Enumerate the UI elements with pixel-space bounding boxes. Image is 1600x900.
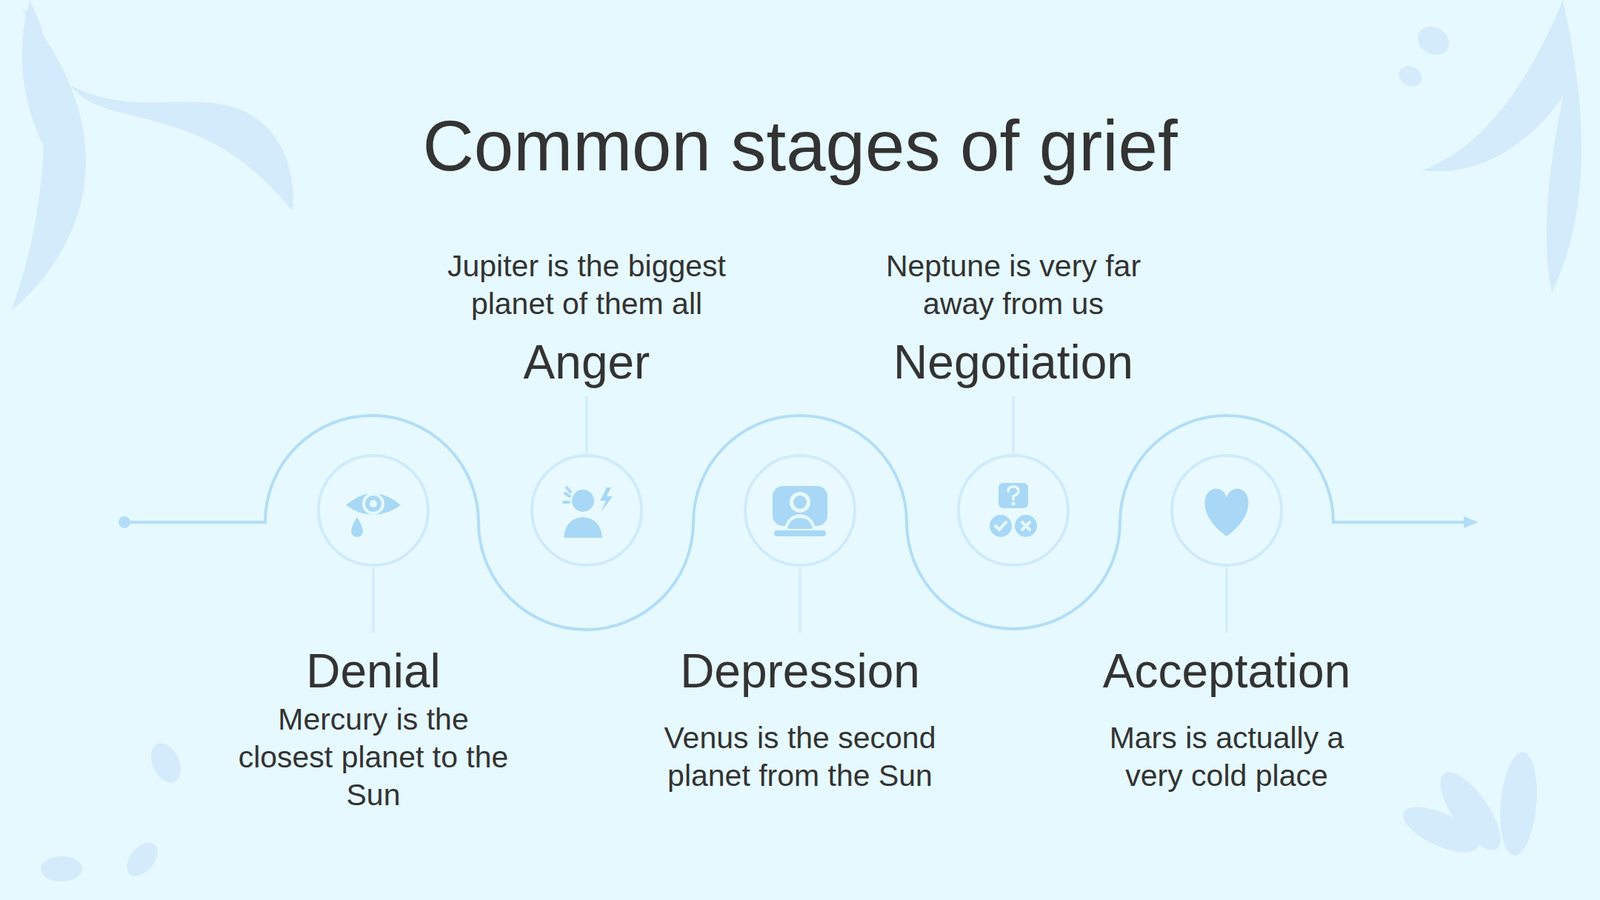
stage-icon bbox=[345, 493, 401, 538]
icon-part bbox=[571, 489, 595, 512]
leaf bbox=[70, 85, 294, 212]
stage-circle bbox=[316, 453, 431, 568]
leader-line bbox=[371, 567, 375, 633]
stage-icon bbox=[989, 482, 1038, 538]
stage-icon bbox=[563, 487, 613, 538]
icon-ring bbox=[745, 455, 855, 566]
leader-lines bbox=[373, 396, 1227, 633]
stage-node: DenialMercury is the closest planet to t… bbox=[316, 453, 431, 568]
stage-circle bbox=[1169, 453, 1284, 568]
icon-part bbox=[1022, 522, 1030, 530]
icon-part bbox=[345, 493, 401, 515]
petal bbox=[1496, 750, 1541, 858]
timeline-arrowhead bbox=[1463, 516, 1479, 529]
icon-part bbox=[563, 517, 603, 538]
drop bbox=[1395, 62, 1426, 92]
leader-line bbox=[1225, 567, 1229, 633]
drop bbox=[120, 837, 164, 882]
icon-part bbox=[563, 487, 571, 503]
stage-description: Neptune is very far away from us bbox=[865, 247, 1162, 323]
stage-description: Mars is actually a very cold place bbox=[1093, 719, 1360, 795]
stage-circle bbox=[956, 453, 1071, 568]
title: Common stages of grief bbox=[0, 105, 1600, 187]
stage-heading: Anger bbox=[364, 335, 809, 389]
leader-line bbox=[1011, 396, 1015, 454]
icon-part bbox=[1204, 488, 1249, 537]
petal bbox=[1397, 797, 1485, 862]
icon-part bbox=[363, 494, 383, 514]
drop bbox=[1412, 20, 1455, 60]
icon-part bbox=[774, 530, 826, 537]
drop bbox=[40, 856, 83, 882]
stage-node: NegotiationNeptune is very far away from… bbox=[956, 453, 1071, 568]
stage-node: AngerJupiter is the biggest planet of th… bbox=[529, 453, 644, 568]
icon-ring bbox=[531, 455, 642, 566]
icon-part bbox=[793, 495, 807, 509]
stage-heading: Acceptation bbox=[1004, 644, 1449, 698]
timeline-start-dot bbox=[118, 516, 131, 529]
icon-ring bbox=[1171, 455, 1282, 566]
icon-part bbox=[989, 514, 1012, 538]
stage-circle bbox=[742, 453, 858, 568]
stage-node: DepressionVenus is the second planet fro… bbox=[742, 453, 858, 568]
drop bbox=[145, 738, 187, 788]
icon-part bbox=[998, 482, 1029, 509]
icon-part bbox=[995, 522, 1006, 530]
icon-part bbox=[1014, 514, 1038, 538]
stage-node: AcceptationMars is actually a very cold … bbox=[1169, 453, 1284, 568]
icon-part bbox=[600, 487, 613, 513]
stage-description: Jupiter is the biggest planet of them al… bbox=[431, 247, 743, 323]
stage-heading: Negotiation bbox=[791, 335, 1236, 389]
icon-part bbox=[1008, 486, 1019, 500]
icon-part bbox=[787, 517, 813, 529]
stage-heading: Depression bbox=[577, 644, 1023, 698]
icon-ring bbox=[958, 455, 1069, 566]
leader-line bbox=[585, 396, 589, 454]
icon-part bbox=[369, 500, 378, 508]
leader-line bbox=[798, 567, 802, 633]
stage-heading: Denial bbox=[151, 644, 596, 698]
stage-icon bbox=[1204, 488, 1249, 537]
leaf bbox=[22, 0, 53, 149]
icon-part bbox=[1011, 502, 1016, 506]
timeline-wave bbox=[124, 415, 1467, 630]
stage-circle bbox=[529, 453, 644, 568]
stage-icon bbox=[772, 485, 828, 537]
stage-description: Venus is the second planet from the Sun bbox=[644, 719, 956, 795]
stage-description: Mercury is the closest planet to the Sun bbox=[231, 700, 517, 815]
icon-ring bbox=[318, 455, 429, 566]
icon-part bbox=[351, 517, 363, 538]
icon-part bbox=[789, 491, 811, 513]
icon-part bbox=[784, 514, 816, 531]
